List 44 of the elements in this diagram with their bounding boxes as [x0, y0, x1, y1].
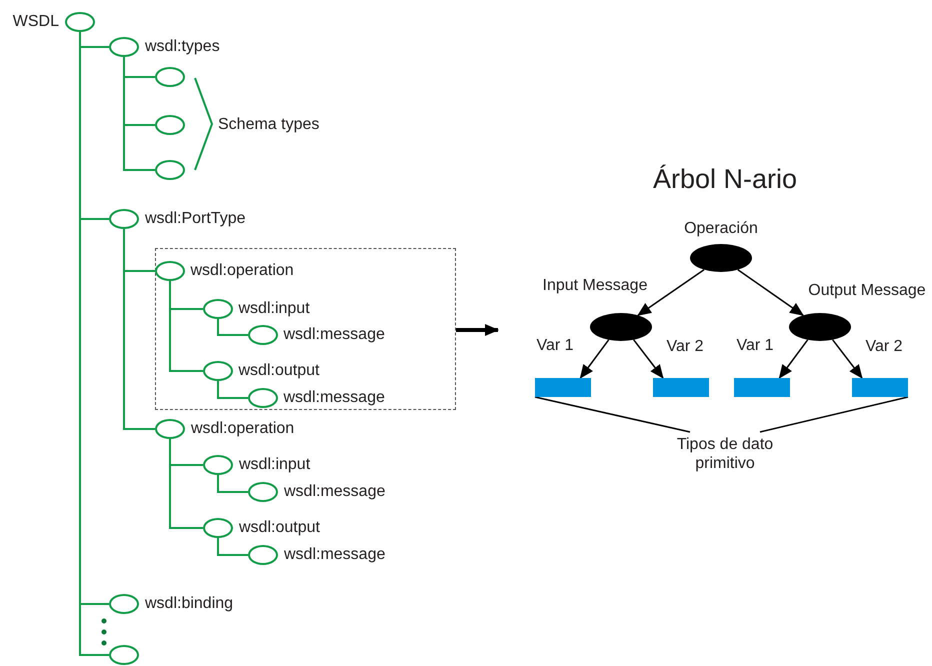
- edge-label: Var 2: [666, 338, 704, 356]
- node-label: wsdl:message: [284, 546, 386, 564]
- tree-branch-line: [123, 229, 155, 430]
- tree-branch-line: [217, 381, 248, 399]
- data-type-bar: [535, 378, 591, 397]
- node-label: wsdl:message: [284, 483, 386, 501]
- node-label: wsdl:types: [145, 38, 220, 56]
- tree-branch-line: [123, 57, 155, 171]
- bracket-label: Schema types: [218, 116, 320, 134]
- arrow: [580, 339, 610, 379]
- node-label: wsdl:PortType: [145, 210, 246, 228]
- node-label: wsdl:binding: [145, 595, 234, 613]
- arrow: [456, 324, 499, 336]
- dashed-group-box: [155, 248, 456, 410]
- arrow: [737, 269, 804, 316]
- edge-label: Output Message: [808, 282, 926, 300]
- arrow: [778, 339, 808, 379]
- tree-branch-line: [217, 475, 248, 493]
- data-type-bar: [852, 378, 908, 397]
- node-label: wsdl:output: [238, 362, 320, 380]
- node-label: wsdl:message: [284, 388, 385, 406]
- diagram-title: Árbol N-ario: [652, 164, 798, 195]
- data-type-bar: [653, 378, 709, 397]
- leader-line: [760, 396, 908, 433]
- arrow: [637, 269, 704, 316]
- node-label: wsdl:output: [239, 519, 320, 537]
- arrow: [633, 339, 664, 379]
- arrow: [832, 339, 863, 379]
- node-label: WSDL: [12, 13, 59, 31]
- edge-label: Var 1: [736, 337, 774, 355]
- node-label: Operación: [684, 220, 758, 238]
- edge-label: Var 1: [536, 337, 574, 355]
- leader-line: [534, 396, 690, 433]
- tree-branch-line: [217, 319, 248, 336]
- node-label: wsdl:input: [239, 456, 310, 474]
- node-label: wsdl:operation: [191, 420, 294, 438]
- group-label: Tipos de dato primitivo: [670, 432, 780, 476]
- edge-label: Input Message: [542, 277, 648, 295]
- node-label: wsdl:message: [284, 326, 385, 344]
- edge-label: Var 2: [865, 338, 903, 356]
- tree-branch-line: [217, 538, 248, 556]
- data-type-bar: [734, 378, 790, 397]
- node-label: wsdl:operation: [190, 262, 294, 280]
- node-label: wsdl:input: [238, 300, 310, 318]
